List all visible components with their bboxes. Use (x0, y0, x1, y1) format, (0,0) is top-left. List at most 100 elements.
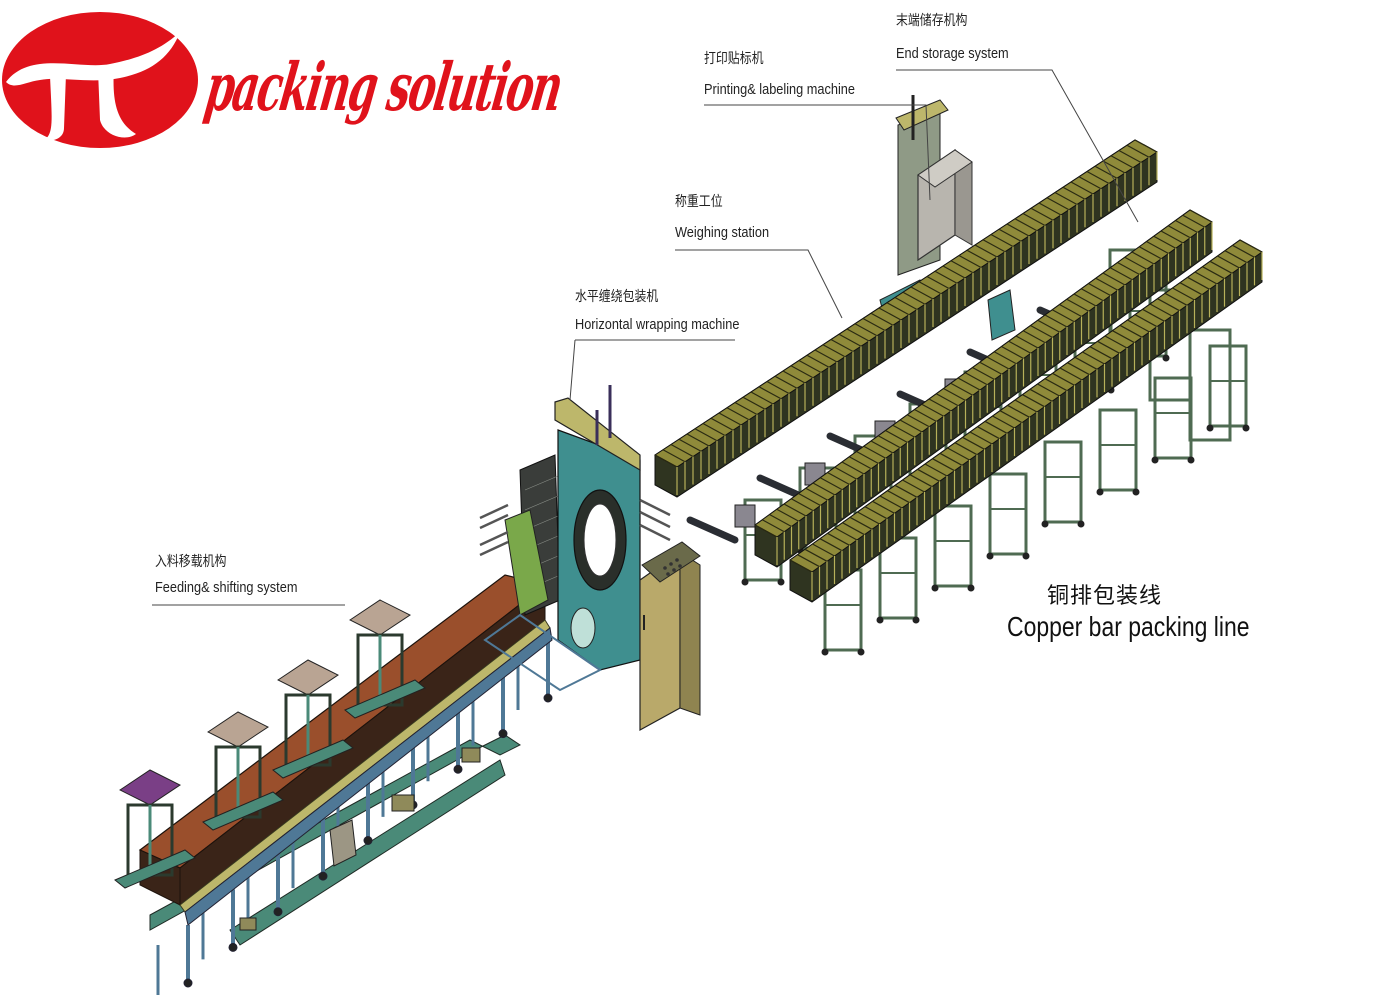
conveyor-slat (1224, 250, 1248, 264)
callout-cn: 打印贴标机 (704, 50, 764, 66)
conveyor-slat (742, 396, 766, 410)
stand-foot (821, 648, 829, 656)
stand-foot (1187, 456, 1195, 464)
conveyor-slat (1078, 176, 1102, 190)
conveyor-slat (1127, 319, 1150, 333)
control-cabinet-side (679, 551, 701, 716)
conveyor-slat (819, 538, 843, 552)
conveyor-slat (1006, 223, 1030, 237)
weighing-platform (987, 289, 1016, 341)
conveyor-slat (849, 516, 873, 530)
conveyor-slat (1182, 214, 1206, 228)
conveyor-slat (932, 458, 955, 472)
conveyor-slat (1164, 292, 1188, 306)
conveyor-slat (857, 511, 880, 525)
conveyor-slat (943, 387, 966, 402)
stand-foot (1077, 520, 1085, 528)
conveyor-slat (862, 317, 886, 332)
callout-leaders (152, 69, 1139, 606)
conveyor-slat (798, 492, 821, 507)
caster-wheel (183, 978, 193, 988)
conveyor-slat (1102, 160, 1126, 174)
conveyor-slat (1037, 383, 1060, 397)
packing-stand (1153, 376, 1193, 460)
conveyor-slat (878, 307, 902, 321)
stand-foot (986, 552, 994, 560)
callout-en: Printing& labeling machine (704, 81, 855, 98)
conveyor-slat (1082, 351, 1105, 365)
conveyor-slat (877, 435, 901, 449)
conveyor-slat (1046, 197, 1070, 211)
printing-labeling-machine (895, 95, 973, 276)
conveyor-slat (758, 386, 782, 400)
conveyor-slat (822, 344, 846, 358)
feeding-gearbox (329, 819, 357, 867)
conveyor-slat (670, 443, 694, 458)
conveyor-slat (1119, 324, 1143, 338)
conveyor-slat (950, 260, 974, 274)
logo-emblem (2, 12, 198, 148)
conveyor-slat (1007, 404, 1030, 418)
conveyor-slat (918, 281, 942, 295)
conveyor-slat (1149, 303, 1173, 317)
conveyor-slat (1187, 276, 1210, 290)
callout-cn: 水平缠绕包装机 (575, 288, 659, 304)
stand-foot (1132, 488, 1140, 496)
wrapper-green-frame (504, 509, 549, 616)
conveyor-slat (1073, 293, 1097, 307)
leader-end-storage (896, 69, 1139, 223)
conveyor-slat (977, 426, 1000, 440)
conveyor-slat (1095, 277, 1119, 291)
conveyor-slat (906, 414, 930, 428)
conveyor-slat (1080, 288, 1104, 302)
conveyor-slat (854, 323, 878, 337)
conveyor-slat (841, 461, 865, 475)
weighing-scale-unit (734, 504, 756, 528)
conveyor-slat (1217, 255, 1240, 269)
conveyor-slat (1054, 191, 1078, 206)
conveyor-slat (798, 359, 822, 374)
callout-en: End storage system (896, 45, 1009, 62)
stand-foot (1041, 520, 1049, 528)
conveyor-slat (1112, 330, 1135, 344)
stand-foot (912, 616, 920, 624)
conveyor-slat (1202, 266, 1225, 280)
slat-conveyors (654, 139, 1263, 603)
control-panel-buttons (663, 558, 682, 576)
packing-stand (1208, 344, 1248, 428)
conveyor-slat (910, 286, 934, 300)
feeding-shifting-system (114, 574, 553, 995)
conveyor-slat (827, 471, 850, 486)
conveyor-slat (926, 275, 950, 290)
callout-cn: 称重工位 (675, 193, 723, 209)
conveyor-slat (1131, 251, 1155, 265)
conveyor-slat (694, 428, 718, 442)
title-en: Copper bar packing line (1007, 611, 1250, 642)
conveyor-slat (1167, 225, 1191, 239)
conveyor-slat (982, 239, 1006, 253)
packing-stand (1098, 408, 1138, 492)
conveyor-slat (783, 503, 807, 517)
conveyor-slat (702, 422, 726, 437)
conveyor-slat (990, 233, 1014, 248)
callout-cn: 入料移载机构 (155, 553, 227, 569)
conveyor-slat (934, 270, 958, 284)
conveyor-slat (1052, 372, 1075, 386)
wrapper-roller-rods (479, 498, 671, 557)
conveyor-slat (842, 522, 865, 536)
stand-foot (857, 648, 865, 656)
caster-wheel (273, 907, 283, 917)
conveyor-slat (993, 351, 1017, 365)
stand-foot (1022, 552, 1030, 560)
conveyor-slat (789, 559, 813, 573)
conveyor-slat (806, 354, 830, 368)
logo-pi-bar (6, 32, 180, 86)
conveyor-slat (917, 468, 940, 482)
title-cn: 铜排包装线 (1047, 583, 1163, 608)
conveyor-slat (969, 431, 993, 445)
conveyor-slat (887, 490, 910, 504)
conveyor-slat (838, 333, 862, 347)
stand-foot (967, 584, 975, 592)
conveyor-slat (678, 438, 702, 452)
conveyor-slat (964, 372, 988, 386)
